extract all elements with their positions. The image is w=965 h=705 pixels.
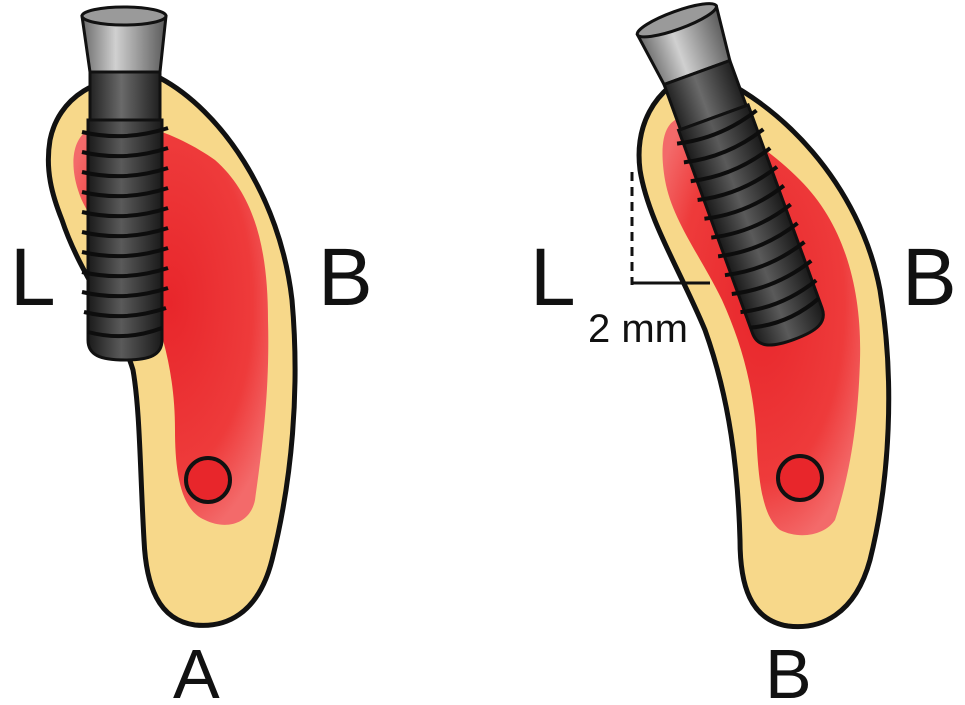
panel-label-b: B — [765, 635, 812, 705]
buccal-label-b: B — [902, 232, 957, 323]
panel-b: 2 mm L B B — [530, 0, 957, 705]
nerve-canal-b — [778, 456, 822, 500]
lingual-label-b: L — [530, 232, 576, 323]
panel-a: L B A — [10, 7, 373, 705]
measurement-label: 2 mm — [588, 307, 688, 351]
implant-a — [82, 7, 168, 360]
buccal-label-a: B — [318, 232, 373, 323]
lingual-label-a: L — [10, 232, 56, 323]
panel-label-a: A — [173, 635, 220, 705]
nerve-canal-a — [186, 458, 230, 502]
